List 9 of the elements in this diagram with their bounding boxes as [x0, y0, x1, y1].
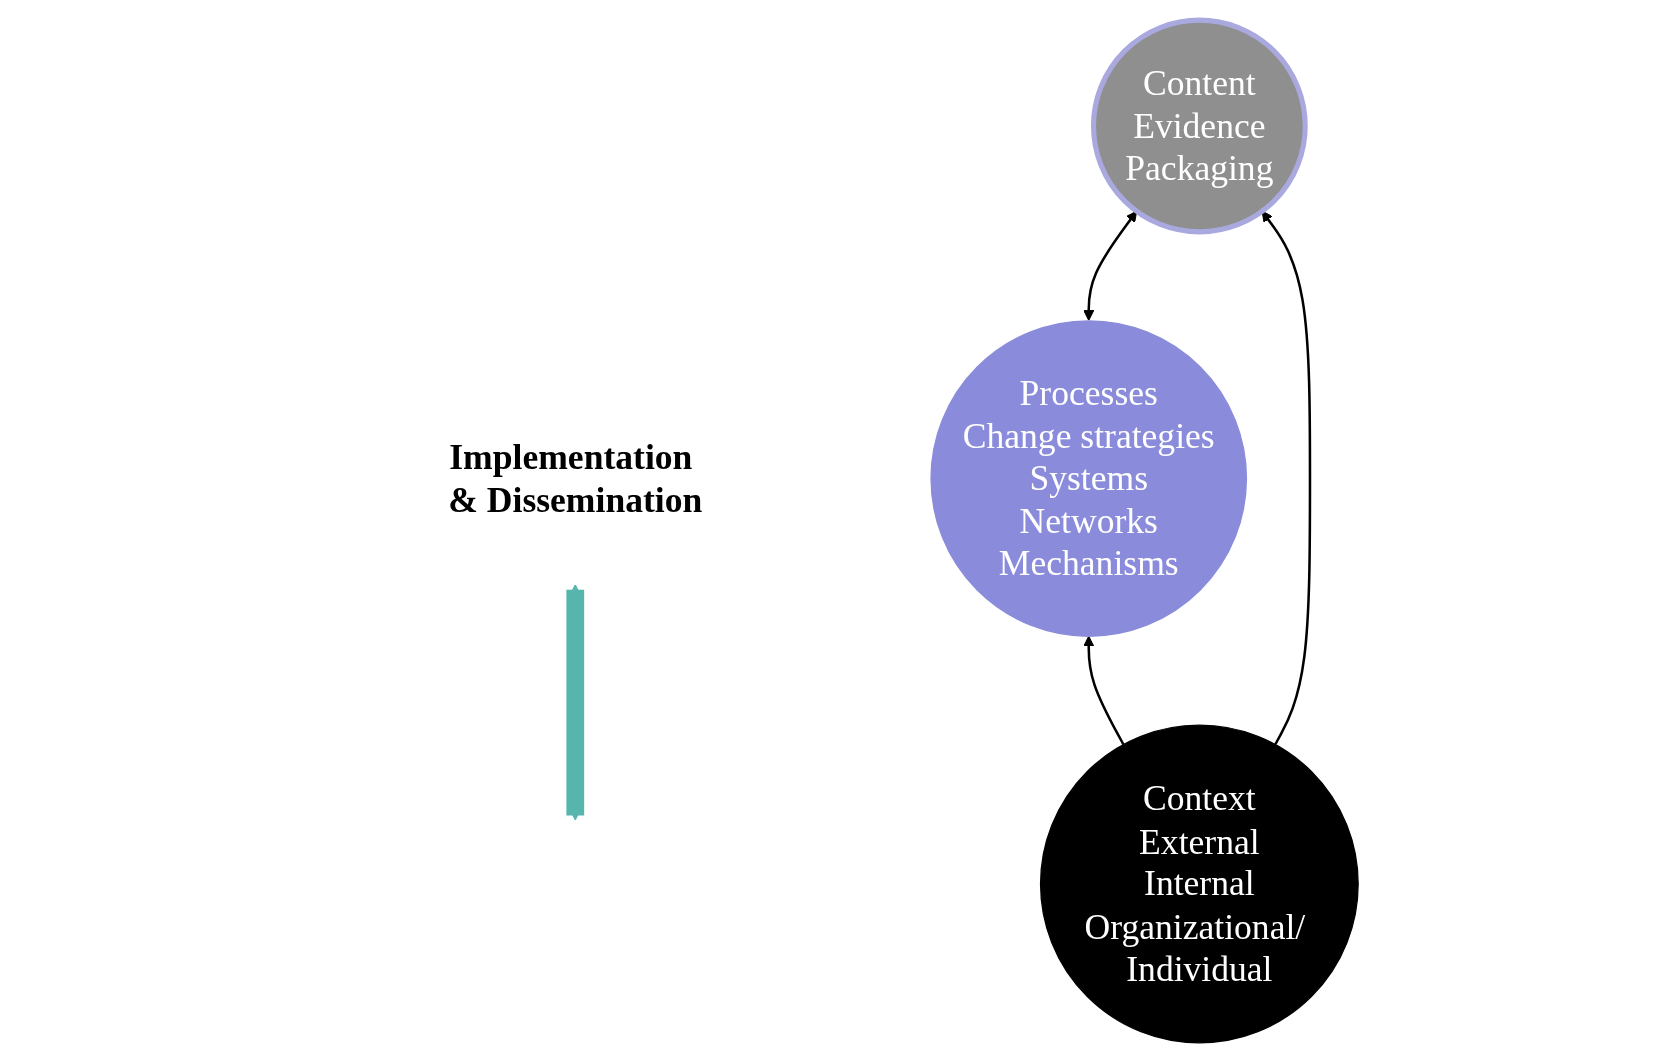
node-text: Implementation & Dissemination [448, 437, 703, 520]
diagram: Implementation & Dissemination Content Evidence Packaging Processes Change strategies Systems Networks Mechanisms Context External Internal Organizational/ Individual [311, 10, 1369, 1053]
arrow [1261, 210, 1312, 746]
node-circle [930, 320, 1248, 637]
node-circle [1040, 724, 1360, 1044]
node-circle [1091, 17, 1309, 235]
arrow [1083, 210, 1138, 321]
arrow [1083, 635, 1125, 746]
arrow [566, 584, 585, 821]
